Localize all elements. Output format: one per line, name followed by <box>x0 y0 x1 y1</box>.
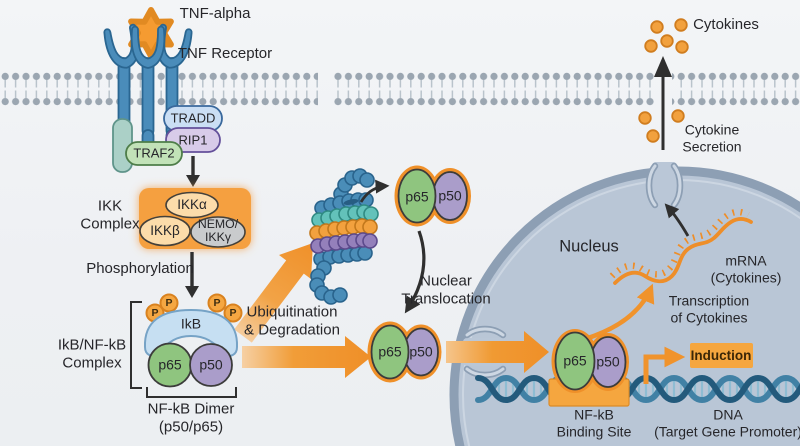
p50-label: p50 <box>438 187 462 204</box>
traf2-label: TRAF2 <box>133 145 175 161</box>
translocation-arrow <box>404 230 426 314</box>
nemo-label-line2: IKKγ <box>205 230 231 244</box>
nfkb-dimer-label: NF-kB Dimer (p50/p65) <box>148 400 235 435</box>
tnf-alpha-label: TNF-alpha <box>179 5 251 23</box>
p50-label: p50 <box>409 343 433 360</box>
p65-label: p65 <box>405 188 429 205</box>
ikk-complex-label-line1: IKK <box>97 197 123 215</box>
nuclear-pore-top-icon <box>645 162 684 209</box>
mrna-icon <box>609 208 753 285</box>
ikk-complex-label-line2: Complex <box>80 215 140 232</box>
binding-site-label-line1: NF-kB <box>574 406 614 423</box>
p65-label: p65 <box>563 352 587 369</box>
binding-site-label-line2: Binding Site <box>556 423 632 439</box>
induction-box <box>690 343 753 368</box>
dna-bound-dimer-icon <box>551 329 629 393</box>
nucleus-label: Nucleus <box>559 237 619 256</box>
released-dimer-icon <box>394 165 471 227</box>
translocation-label-line1: Nuclear <box>420 272 472 290</box>
phosphate-label: P <box>165 296 173 309</box>
ubiquitination-arrows <box>234 243 371 378</box>
phosphorylation-arrow <box>185 252 199 298</box>
nuclear-entry-arrow <box>446 331 549 373</box>
dna-label-line2: (Target Gene Promoter) <box>654 423 800 439</box>
secretion-label-line2: Secretion <box>682 138 742 154</box>
phosphorylation-label: Phosphorylation <box>86 260 194 278</box>
export-arrow <box>664 203 690 237</box>
ikb-nfkb-label-line1: IkB/NF-kB <box>57 336 127 354</box>
phosphate-label: P <box>151 306 159 319</box>
translocating-dimer-icon <box>367 321 442 383</box>
secretion-arrow <box>654 56 672 150</box>
translocation-label-line2: Translocation <box>401 290 491 307</box>
mrna-label: mRNA (Cytokines) <box>711 252 782 285</box>
nemo-label: NEMO/ IKKγ <box>198 218 238 244</box>
cytokines-label: Cytokines <box>693 16 759 34</box>
ubiquitination-label: Ubiquitination & Degradation <box>244 303 340 338</box>
transcription-label: Transcription of Cytokines <box>669 292 749 325</box>
ikb-nfkb-complex-icon <box>130 293 243 398</box>
ikk-complex-label: IKK Complex <box>80 197 139 232</box>
dna-helix <box>475 374 800 404</box>
ikb-nfkb-complex-label: IkB/NF-kB Complex <box>58 336 126 371</box>
phosphate-icon <box>223 303 243 323</box>
induction-arrow <box>643 346 686 384</box>
nemo-icon <box>190 216 246 248</box>
ikk-complex-icon <box>139 188 251 249</box>
p50-label: p50 <box>199 356 223 373</box>
activation-arrow <box>186 156 200 187</box>
dna-label-line1: DNA <box>713 406 743 423</box>
ubiquitination-label-line2: & Degradation <box>244 321 340 338</box>
adapter-proteins <box>112 105 223 173</box>
ikk-alpha-icon <box>165 191 219 219</box>
phosphate-icon <box>159 293 179 313</box>
p65-icon <box>397 168 437 224</box>
p50-icon <box>189 343 233 387</box>
ikk-beta-icon <box>139 215 191 247</box>
ikk-alpha-label: IKKα <box>177 197 207 213</box>
induction-label: Induction <box>690 348 752 364</box>
nfkb-dimer-label-line2: (p50/p65) <box>158 418 224 435</box>
p65-icon <box>554 331 596 391</box>
tnf-receptor-label: TNF Receptor <box>177 45 273 63</box>
phosphate-icon <box>207 293 227 313</box>
phosphate-label: P <box>213 296 221 309</box>
ikk-beta-label: IKKβ <box>150 223 180 239</box>
release-arrow <box>359 179 390 203</box>
proteasome-icon <box>309 168 379 305</box>
dna-label: DNA (Target Gene Promoter) <box>654 406 800 439</box>
mrna-label-line1: mRNA <box>725 252 767 269</box>
tradd-label: TRADD <box>170 110 216 126</box>
phosphate-label: P <box>229 306 237 319</box>
complex-bracket <box>130 301 142 389</box>
dimer-bracket <box>146 387 237 398</box>
mrna-label-line2: (Cytokines) <box>710 269 782 285</box>
cytokine-dots <box>638 18 689 143</box>
ikb-nfkb-label-line2: Complex <box>62 354 122 371</box>
secretion-label-line1: Cytokine <box>684 121 740 138</box>
p65-label: p65 <box>158 356 182 373</box>
traf2-pill <box>125 141 183 166</box>
p65-label: p65 <box>378 343 402 360</box>
ikb-label: IkB <box>180 315 202 332</box>
nfkb-dimer-label-line1: NF-kB Dimer <box>147 400 235 418</box>
cell-membrane <box>0 72 800 106</box>
cytokine-secretion-label: Cytokine Secretion <box>682 121 741 154</box>
rip1-label: RIP1 <box>178 132 208 148</box>
binding-site-label: NF-kB Binding Site <box>557 406 632 439</box>
nemo-label-line1: NEMO/ <box>197 217 239 232</box>
transcription-label-line2: of Cytokines <box>670 309 748 325</box>
nuclear-translocation-label: Nuclear Translocation <box>401 272 491 307</box>
ubiquitination-label-line1: Ubiquitination <box>246 303 338 321</box>
p65-icon <box>370 324 410 380</box>
p50-label: p50 <box>596 353 620 370</box>
transcription-label-line1: Transcription <box>668 292 750 309</box>
tnf-alpha-icon <box>128 7 174 59</box>
